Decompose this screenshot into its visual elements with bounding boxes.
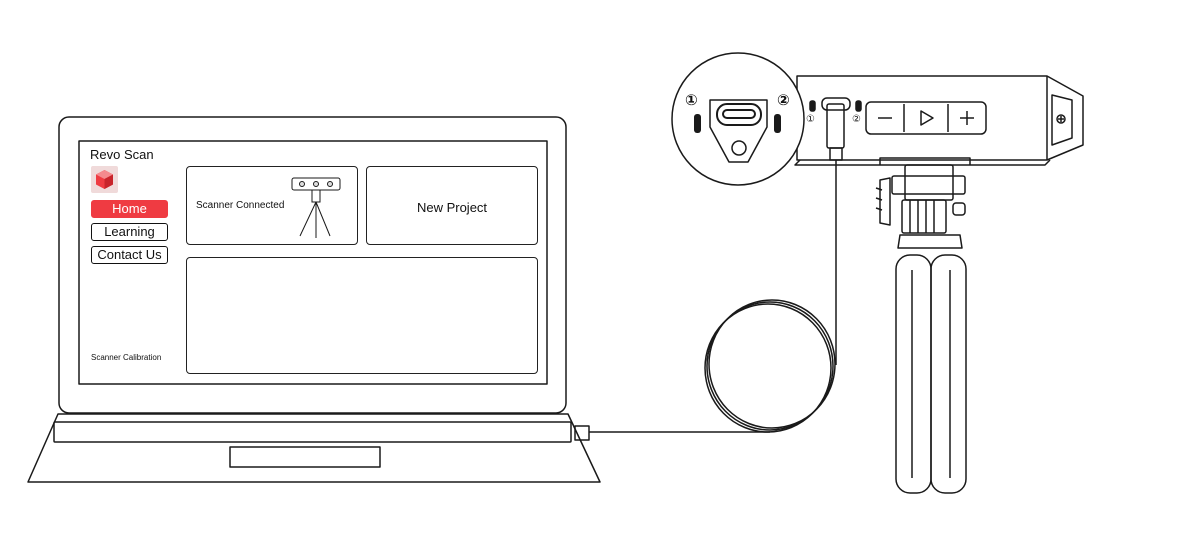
usb-c-port-icon <box>821 97 851 111</box>
usb-cable <box>589 103 845 433</box>
tripod-leg-right <box>930 254 967 494</box>
laptop-usb-plug <box>574 425 590 441</box>
scanner <box>794 75 1084 166</box>
nav-contact-button[interactable]: Contact Us <box>91 246 168 264</box>
content-panel <box>186 257 538 374</box>
laptop-screen-frame <box>78 140 548 385</box>
laptop-touchpad <box>229 446 381 468</box>
plus-icon <box>960 111 974 125</box>
laptop-base <box>27 413 601 483</box>
nav-home-button[interactable]: Home <box>91 200 168 218</box>
play-icon <box>920 110 934 126</box>
port1-badge-small: ① <box>806 114 815 125</box>
scanner-thumbnail <box>291 177 341 238</box>
new-project-label: New Project <box>416 200 488 215</box>
tripod-leg-left <box>895 254 932 494</box>
new-project-card[interactable]: New Project <box>366 166 538 245</box>
scanner-calibration-link[interactable]: Scanner Calibration <box>91 353 162 362</box>
laptop-keyboard <box>53 421 572 443</box>
scanner-screw-icon <box>1056 114 1066 124</box>
tripod <box>875 164 967 494</box>
port1-badge-large: ① <box>685 92 698 109</box>
port-magnifier <box>671 52 805 186</box>
laptop-lid <box>58 116 567 414</box>
nav-learning-button[interactable]: Learning <box>91 223 168 241</box>
laptop <box>27 116 601 483</box>
port2-badge-small: ② <box>852 114 861 125</box>
logo-icon <box>91 166 118 193</box>
scanner-lens-inner <box>1051 94 1073 146</box>
scanner-connected-label: Scanner Connected <box>196 200 285 211</box>
app-title: Revo Scan <box>90 147 154 162</box>
scanner-button-panel <box>865 101 987 135</box>
port2-badge-large: ② <box>777 92 790 109</box>
